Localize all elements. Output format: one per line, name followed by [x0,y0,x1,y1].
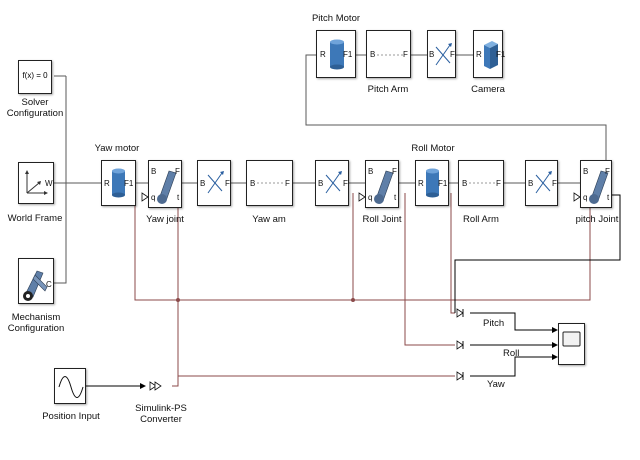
solid-body-icon [257,182,285,184]
camera-label: Camera [471,84,505,95]
rigid-transform-block-2[interactable]: B F [315,160,349,206]
signal-pitch-label: Pitch [483,318,505,329]
mechanism-label-line1: Mechanism [11,312,61,323]
roll-motor-label: Roll Motor [411,143,455,154]
pitch-joint-port-q: q [583,193,588,202]
yaw-arm-port-f: F [285,179,290,188]
yaw-motor-port-r: R [104,179,110,188]
revolute-joint-icon [157,170,177,204]
camera-port-r: R [476,50,482,59]
mechanism-configuration-block[interactable]: C [18,258,54,304]
pitch-joint-label: pitch Joint [575,214,619,225]
roll-motor-port-f1: F1 [438,179,448,188]
yaw-arm-label: Yaw am [252,214,286,225]
roll-joint-label: Roll Joint [362,214,402,225]
camera-port-f1: F1 [496,50,506,59]
sine-wave-icon [58,376,84,398]
camera-solid-icon [484,41,498,69]
yaw-arm-block[interactable]: B F [246,160,293,206]
solver-configuration-block[interactable]: f(x) = 0 [18,60,52,94]
yaw-joint-port-b: B [151,167,157,176]
signal-yaw-label: Yaw [487,379,505,390]
pitch-arm-label: Pitch Arm [367,84,409,95]
roll-joint-port-f: F [392,167,397,176]
rigid-transform-icon [325,171,342,194]
rigid-transform-block-4[interactable]: B F [427,30,456,78]
roll-joint-port-t: t [394,193,397,202]
transform-1-port-b: B [200,179,206,188]
scope-screen-icon [562,331,581,347]
yaw-joint-port-q: q [151,193,156,202]
rigid-transform-block-1[interactable]: B F [197,160,231,206]
roll-motor-port-r: R [418,179,424,188]
revolute-joint-icon [589,170,609,204]
transform-3-port-b: B [528,179,534,188]
position-input-label: Position Input [42,411,100,422]
roll-arm-port-b: B [462,179,468,188]
converter-label-line2: Converter [140,414,182,425]
yaw-motor-block[interactable]: R F1 [101,160,136,206]
roll-joint-port-q: q [368,193,373,202]
roll-arm-label: Roll Arm [463,214,499,225]
world-frame-block[interactable]: W [18,162,54,204]
yaw-motor-port-f1: F1 [124,179,134,188]
pitch-arm-block[interactable]: B F [366,30,411,78]
solid-body-icon [377,54,403,56]
camera-block[interactable]: R F1 [473,30,506,78]
yaw-arm-port-b: B [250,179,256,188]
solver-equation: f(x) = 0 [22,71,48,80]
pitch-joint-port-f: F [605,167,610,176]
pitch-arm-port-f: F [403,50,408,59]
yaw-joint-label: Yaw joint [146,214,184,225]
revolute-joint-icon [374,170,394,204]
transform-4-port-b: B [429,50,435,59]
yaw-joint-block[interactable]: B F q t [148,160,182,208]
mechanism-port-c: C [46,280,52,289]
yaw-motor-label: Yaw motor [94,143,140,154]
pitch-joint-port-b: B [583,167,589,176]
pitch-joint-port-t: t [607,193,610,202]
pitch-arm-port-b: B [370,50,376,59]
rigid-transform-icon [535,171,552,194]
cylinder-icon [112,168,125,198]
cylinder-icon [330,39,344,70]
signal-roll-label: Roll [503,348,520,359]
solver-label-line2: Configuration [6,108,64,119]
transform-2-port-b: B [318,179,324,188]
pitch-joint-block[interactable]: B F q t [580,160,612,208]
transform-4-port-f: F [450,50,455,59]
yaw-joint-port-t: t [177,193,180,202]
roll-arm-port-f: F [496,179,501,188]
solid-body-icon [469,182,496,184]
world-frame-port-w: W [45,179,53,188]
roll-motor-block[interactable]: R F1 [415,160,449,206]
yaw-joint-port-f: F [175,167,180,176]
scope-block[interactable] [558,323,585,365]
pitch-motor-block[interactable]: R F1 [316,30,356,78]
position-input-block[interactable] [54,368,86,404]
roll-joint-port-b: B [368,167,374,176]
solver-label-line1: Solver [21,97,49,108]
transform-2-port-f: F [343,179,348,188]
mechanism-label-line2: Configuration [7,323,65,334]
transform-1-port-f: F [225,179,230,188]
world-frame-axes-icon [25,170,48,195]
cylinder-icon [426,168,439,198]
roll-arm-block[interactable]: B F [458,160,504,206]
converter-label-line1: Simulink-PS [135,403,187,414]
rigid-transform-icon [207,171,224,194]
transform-3-port-f: F [552,179,557,188]
mechanism-gear-icon [23,270,48,301]
pitch-motor-label: Pitch Motor [311,13,361,24]
rigid-transform-block-3[interactable]: B F [525,160,558,206]
world-frame-label: World Frame [7,213,63,224]
pitch-motor-port-f1: F1 [343,50,353,59]
pitch-motor-port-r: R [320,50,326,59]
roll-joint-block[interactable]: B F q t [365,160,399,208]
rigid-transform-icon [435,43,452,66]
